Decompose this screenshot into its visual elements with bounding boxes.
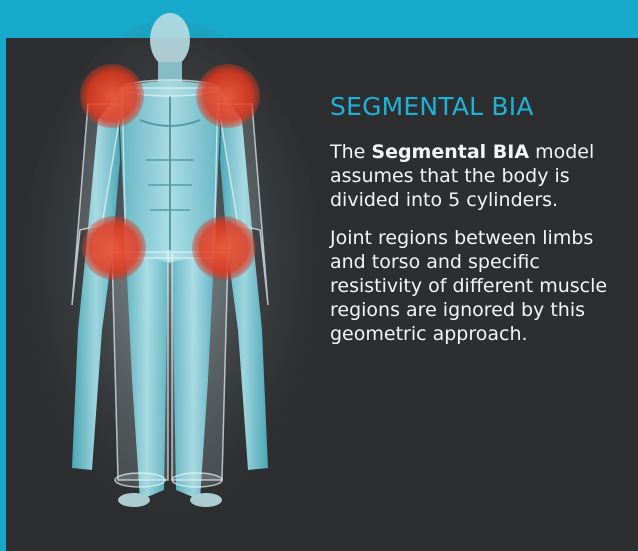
left-leg-cylinder [112,252,168,480]
limitations-description: Joint regions between limbs and torso an… [330,226,610,346]
right-shoulder-joint-highlight [196,64,260,128]
model-name: Segmental BIA [371,141,529,163]
right-hip-joint-highlight [192,216,256,280]
description-prefix: The [330,141,371,163]
left-shoulder-joint-highlight [80,64,144,128]
right-leg-cylinder [172,252,228,480]
description-block: SEGMENTAL BIA The Segmental BIA model as… [330,92,610,360]
left-hip-joint-highlight [82,216,146,280]
model-description: The Segmental BIA model assumes that the… [330,140,610,212]
section-title: SEGMENTAL BIA [330,92,610,122]
